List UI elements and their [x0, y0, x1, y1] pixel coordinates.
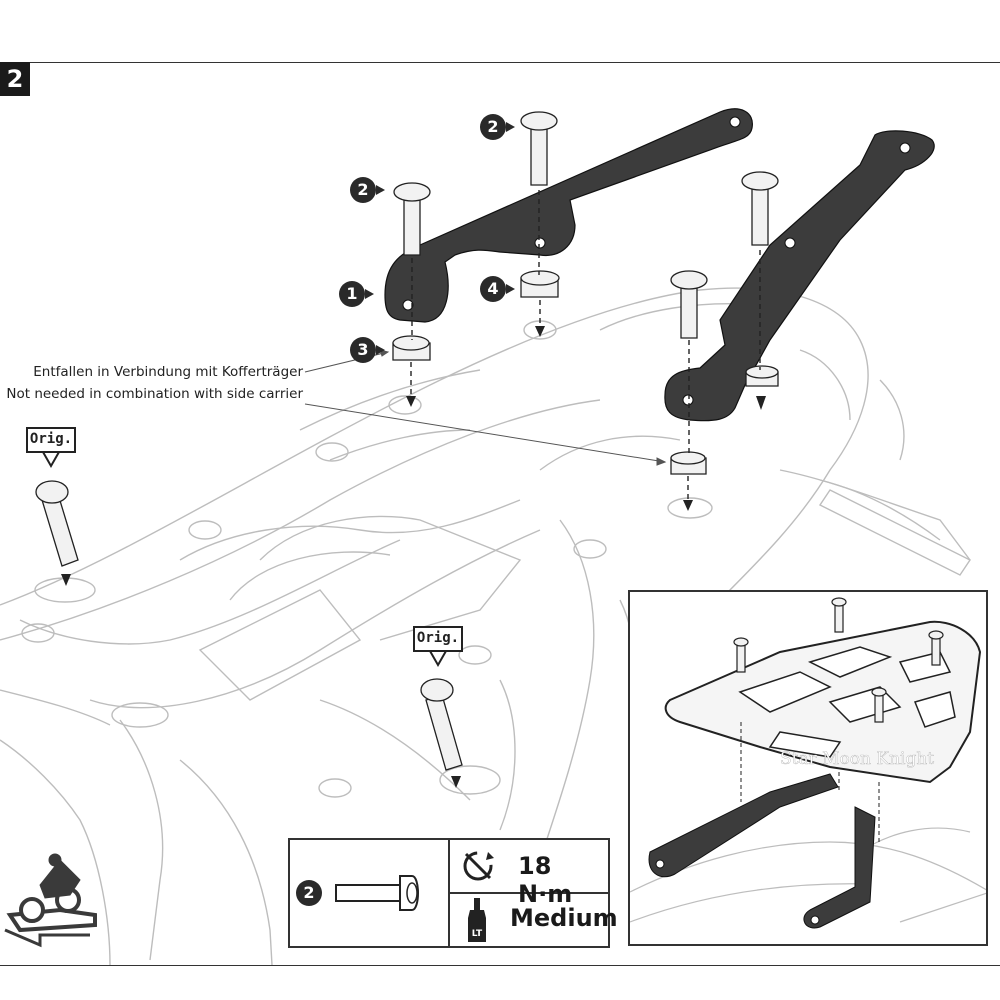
top-rack-illustration: Star Moon Knight [630, 597, 986, 929]
orig-label: Orig. [416, 630, 460, 646]
callout-badge-4: 4 [480, 276, 515, 302]
torque-icon [463, 851, 494, 881]
bottom-rule [0, 965, 1000, 966]
callout-badge-3: 3 [350, 337, 385, 363]
orig-label: Orig. [29, 431, 73, 447]
torque-value: 18 N·m [518, 852, 573, 908]
step-number-badge: 2 [0, 62, 30, 96]
spec-part-badge: 2 [296, 880, 322, 906]
top-rule [0, 62, 1000, 63]
threadlock-value: Medium [510, 904, 618, 932]
threadlock-bottle-label: LT [472, 929, 483, 939]
callout-badge-2: 2 [480, 114, 515, 140]
callout-badge-2: 2 [350, 177, 385, 203]
threadlock-bottle-icon: LT [468, 898, 486, 942]
torque-spec-box: 2 18 N·m LT Medium [288, 838, 618, 948]
note-german: Entfallen in Verbindung mit Kofferträger [33, 364, 303, 380]
note-english: Not needed in combination with side carr… [6, 386, 303, 402]
bolt-icon [335, 875, 419, 911]
callout-badge-1: 1 [339, 281, 374, 307]
top-rack-inset: Star Moon Knight [628, 590, 988, 946]
inset-watermark: Star Moon Knight [780, 749, 934, 769]
